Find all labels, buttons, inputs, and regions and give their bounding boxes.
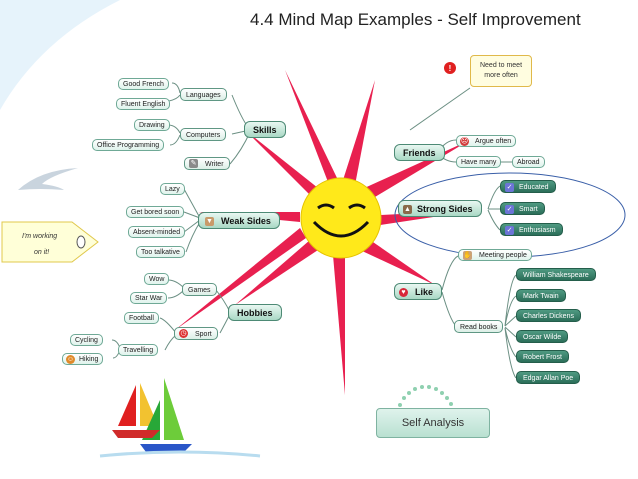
node-games[interactable]: Games	[182, 283, 217, 296]
enthusiasm-label: Enthusiasm	[519, 227, 556, 234]
leaf-lazy[interactable]: Lazy	[160, 183, 185, 195]
meeting-people-label: Meeting people	[479, 252, 527, 259]
branch-hobbies[interactable]: Hobbies	[228, 304, 282, 321]
angry-face-icon: ☹	[460, 137, 469, 146]
leaf-argue-often[interactable]: ☹ Argue often	[456, 135, 517, 147]
sun-rays	[175, 70, 480, 395]
callout-line2: more often	[484, 72, 518, 79]
leaf-educated[interactable]: ✓ Educated	[500, 180, 556, 193]
handshake-icon: ✋	[463, 251, 472, 260]
leaf-mark-twain[interactable]: Mark Twain	[516, 289, 566, 302]
leaf-office-programming[interactable]: Office Programming	[92, 139, 165, 151]
side-note-line1: I'm working	[22, 233, 58, 240]
pencil-icon: ✎	[189, 159, 198, 168]
heart-icon: ♥	[399, 288, 408, 297]
checkbox-icon: ✓	[505, 183, 514, 192]
smiley-icon: ☺	[66, 355, 75, 364]
branch-friends[interactable]: Friends	[394, 144, 445, 161]
node-travelling[interactable]: Travelling	[118, 344, 159, 356]
node-read-books[interactable]: Read books	[454, 320, 504, 333]
leaf-robert-frost[interactable]: Robert Frost	[516, 350, 569, 363]
leaf-abroad[interactable]: Abroad	[512, 156, 545, 168]
leaf-william-shakespeare[interactable]: William Shakespeare	[516, 268, 596, 281]
argue-often-label: Argue often	[475, 138, 512, 145]
callout-note: Need to meet more often	[470, 55, 532, 87]
leaf-good-french[interactable]: Good French	[118, 78, 169, 90]
leaf-fluent-english[interactable]: Fluent English	[116, 98, 171, 110]
branch-strong-sides[interactable]: ▲ Strong Sides	[398, 200, 482, 217]
svg-text:!: !	[449, 64, 452, 73]
self-analysis-button[interactable]: Self Analysis	[376, 408, 490, 438]
leaf-edgar-allan-poe[interactable]: Edgar Allan Poe	[516, 371, 581, 384]
node-writer[interactable]: ✎ Writer	[184, 157, 230, 170]
thumbs-up-icon: ▲	[403, 205, 412, 214]
branch-like[interactable]: ♥ Like	[394, 283, 443, 300]
leaf-too-talkative[interactable]: Too talkative	[136, 246, 185, 258]
branch-weak-sides[interactable]: ▼ Weak Sides	[198, 212, 280, 229]
leaf-enthusiasm[interactable]: ✓ Enthusiasm	[500, 223, 563, 236]
sport-label: Sport	[195, 331, 212, 338]
leaf-cycling[interactable]: Cycling	[70, 334, 103, 346]
corner-decoration	[0, 0, 120, 110]
side-tag-hole	[76, 235, 86, 249]
writer-label: Writer	[205, 161, 224, 168]
leaf-wow[interactable]: Wow	[144, 273, 170, 285]
checkbox-icon: ✓	[505, 205, 514, 214]
page-title: 4.4 Mind Map Examples - Self Improvement	[250, 10, 581, 29]
side-tag-shape	[1, 221, 99, 263]
leaf-get-bored-soon[interactable]: Get bored soon	[126, 206, 185, 218]
strong-sides-label: Strong Sides	[417, 204, 473, 214]
leaf-smart[interactable]: ✓ Smart	[500, 202, 545, 215]
sailboats-illustration	[99, 378, 261, 458]
leaf-oscar-wilde[interactable]: Oscar Wilde	[516, 330, 569, 343]
node-computers[interactable]: Computers	[180, 128, 227, 141]
alarm-clock-icon: ◷	[179, 329, 188, 338]
like-label: Like	[415, 287, 434, 297]
leaf-meeting-people[interactable]: ✋ Meeting people	[458, 249, 532, 261]
leaf-drawing[interactable]: Drawing	[134, 119, 170, 131]
warning-icon	[444, 62, 456, 74]
leaf-charles-dickens[interactable]: Charles Dickens	[516, 309, 581, 322]
callout-line1: Need to meet	[479, 62, 523, 69]
dotted-arc	[398, 385, 453, 407]
branch-skills[interactable]: Skills	[244, 121, 286, 138]
node-languages[interactable]: Languages	[180, 88, 227, 101]
bird-shape	[18, 168, 78, 190]
educated-label: Educated	[519, 184, 549, 191]
side-note-line2: on it!	[34, 249, 50, 256]
leaf-absent-minded[interactable]: Absent-minded	[128, 226, 186, 238]
leaf-football[interactable]: Football	[124, 312, 159, 324]
leaf-have-many[interactable]: Have many	[456, 156, 502, 168]
hiking-label: Hiking	[79, 356, 99, 363]
node-sport[interactable]: ◷ Sport	[174, 327, 218, 340]
checkbox-icon: ✓	[505, 226, 514, 235]
weak-sides-label: Weak Sides	[221, 216, 271, 226]
leaf-star-war[interactable]: Star War	[130, 292, 168, 304]
leaf-hiking[interactable]: ☺ Hiking	[62, 353, 104, 365]
sun-face	[300, 177, 382, 259]
thumbs-down-icon: ▼	[205, 217, 214, 226]
smart-label: Smart	[519, 206, 538, 213]
